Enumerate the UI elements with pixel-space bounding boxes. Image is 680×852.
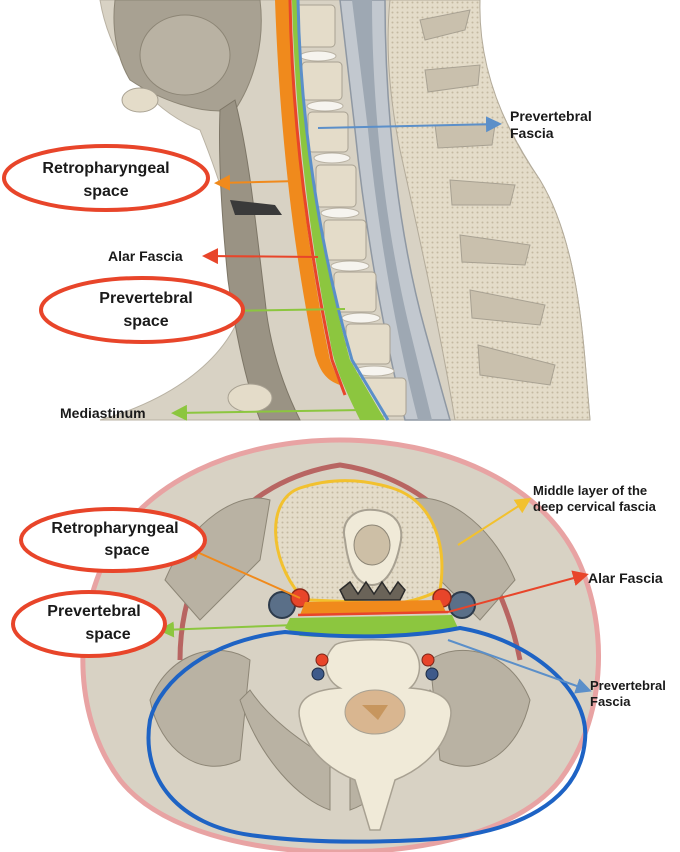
cervical-vertebra [298,639,452,831]
label-retropharyngeal-sagittal-l1: Retropharyngeal [42,160,169,177]
arrow-retropharyngeal-axial [184,545,301,599]
callout-oval-prevertebral-axial [11,590,167,658]
label-mediastinum: Mediastinum [60,405,146,421]
prevertebral-space-sagittal [292,0,385,420]
esophagus [339,580,406,601]
arrow-mediastinum [171,404,363,421]
alar-fascia-axial [297,610,449,617]
callout-oval-retropharyngeal-axial [19,507,207,573]
callout-oval-retropharyngeal-sagittal [2,144,210,212]
label-prevertebral-fascia-axial-l1: Prevertebral [590,678,666,693]
label-alar-fascia-axial: Alar Fascia [588,570,663,586]
arrow-retropharyngeal-sagittal [214,174,299,191]
label-prevertebral-fascia-axial-l2: Fascia [590,694,631,709]
label-retropharyngeal-axial-l1: Retropharyngeal [51,520,178,537]
label-prevertebral-fascia-sagittal-l1: Prevertebral [510,108,592,124]
vertebral-vessels [311,653,439,681]
prevertebral-fascia-axial [146,625,588,844]
arrow-prevertebral-fascia-axial [447,639,592,694]
alar-fascia-sagittal [288,0,347,396]
label-prevertebral-space-sagittal-l1: Prevertebral [99,290,192,307]
arrow-alar-fascia-sagittal [202,248,319,265]
label-retropharyngeal-axial-l2: space [104,542,149,559]
label-prevertebral-space-axial-l1: Prevertebral [47,603,140,620]
prevertebral-space-axial [285,615,458,638]
label-retropharyngeal-sagittal-l2: space [83,183,128,200]
label-prevertebral-fascia-sagittal-l2: Fascia [510,125,554,141]
callout-oval-prevertebral-sagittal [39,276,245,344]
label-prevertebral-space-axial-l2: space [85,626,130,643]
larynx [230,200,282,215]
arrow-middle-layer-fascia [457,497,532,546]
axial-view: Middle layer of the deep cervical fascia… [11,437,666,852]
tongue [139,14,231,96]
arrow-alar-fascia-axial [447,570,589,613]
airway [218,99,301,421]
carotid-sheath-left [268,588,310,619]
label-alar-fascia-sagittal: Alar Fascia [108,248,183,264]
prevertebral-fascia-sagittal [296,0,390,421]
label-prevertebral-space-sagittal-l2: space [123,313,168,330]
retropharyngeal-space-axial [300,600,446,615]
arrow-prevertebral-fascia-sagittal [317,116,502,133]
label-middle-layer-l2: deep cervical fascia [533,499,657,514]
retropharyngeal-space-sagittal [275,0,340,385]
sagittal-view: Prevertebral Fascia Retropharyngeal spac… [2,0,592,421]
arrow-prevertebral-space-axial [158,621,296,638]
label-middle-layer-l1: Middle layer of the [533,483,647,498]
